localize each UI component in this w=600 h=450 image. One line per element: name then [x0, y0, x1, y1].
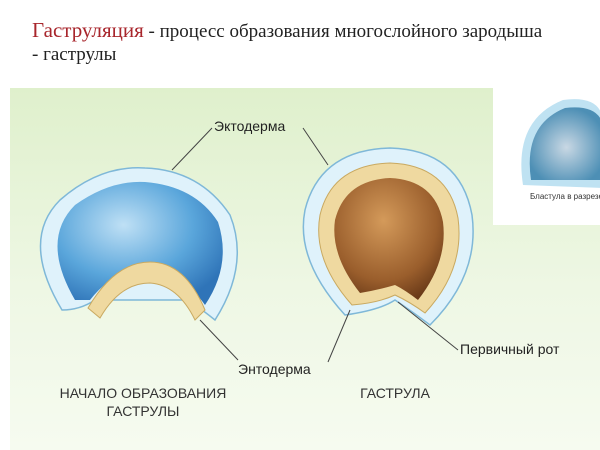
definition: - процесс образования многослойного заро… — [143, 21, 543, 42]
label-ectoderm: Эктодерма — [214, 118, 286, 134]
leader-lines — [171, 127, 459, 363]
slide-title: Гаструляция - процесс образования многос… — [32, 18, 542, 43]
gastrula — [302, 147, 474, 326]
caption-line1: НАЧАЛО ОБРАЗОВАНИЯ — [59, 385, 227, 401]
caption-early-gastrula: НАЧАЛО ОБРАЗОВАНИЯ ГАСТРУЛЫ — [38, 384, 248, 420]
blastula-image — [521, 99, 600, 188]
caption-line2: ГАСТРУЛЫ — [106, 403, 180, 419]
definition-line2: - гаструлы — [32, 44, 117, 65]
term: Гаструляция — [32, 18, 144, 42]
inset-caption: Бластула в разрезе — [530, 192, 600, 201]
label-endoderm: Энтодерма — [238, 361, 311, 377]
label-blastopore: Первичный рот — [460, 341, 560, 357]
early-gastrula — [39, 167, 239, 322]
caption-gastrula: ГАСТРУЛА — [360, 385, 430, 401]
blastula-inset — [493, 80, 600, 225]
